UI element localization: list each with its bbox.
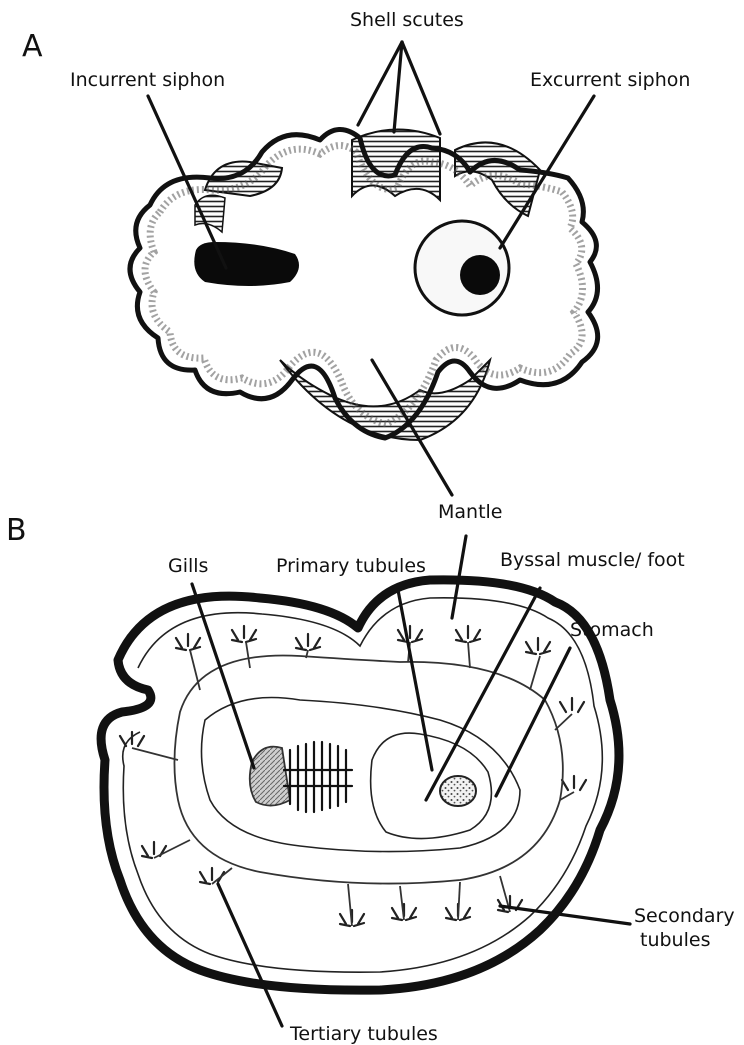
label-incurrent-siphon: Incurrent siphon xyxy=(70,69,225,91)
label-shell-scutes: Shell scutes xyxy=(350,9,464,31)
shell-scute-band-bottom xyxy=(280,360,490,440)
label-byssal-muscle-foot: Byssal muscle/ foot xyxy=(500,549,685,571)
label-excurrent-siphon: Excurrent siphon xyxy=(530,69,690,91)
panel-a-clam-drawing xyxy=(130,129,598,440)
gills-shape xyxy=(250,747,290,806)
incurrent-siphon-shape xyxy=(194,242,299,286)
excurrent-siphon-opening xyxy=(460,255,500,295)
label-stomach: Stomach xyxy=(570,619,654,641)
panel-b-clam-drawing xyxy=(101,580,619,990)
label-mantle: Mantle xyxy=(438,501,503,523)
byssal-spines xyxy=(284,742,352,812)
panel-a-letter: A xyxy=(22,29,43,64)
tertiary-tufts xyxy=(120,626,586,926)
stomach-shape xyxy=(440,776,476,806)
label-tertiary-tubules: Tertiary tubules xyxy=(289,1023,438,1045)
label-secondary-tubules-line2: tubules xyxy=(640,929,710,951)
secondary-tubule-ring xyxy=(174,655,562,883)
shell-scute-band-left xyxy=(195,195,225,232)
panel-b-letter: B xyxy=(6,513,27,548)
label-primary-tubules: Primary tubules xyxy=(276,555,426,577)
label-secondary-tubules-line1: Secondary xyxy=(634,905,735,927)
label-gills: Gills xyxy=(168,555,208,577)
